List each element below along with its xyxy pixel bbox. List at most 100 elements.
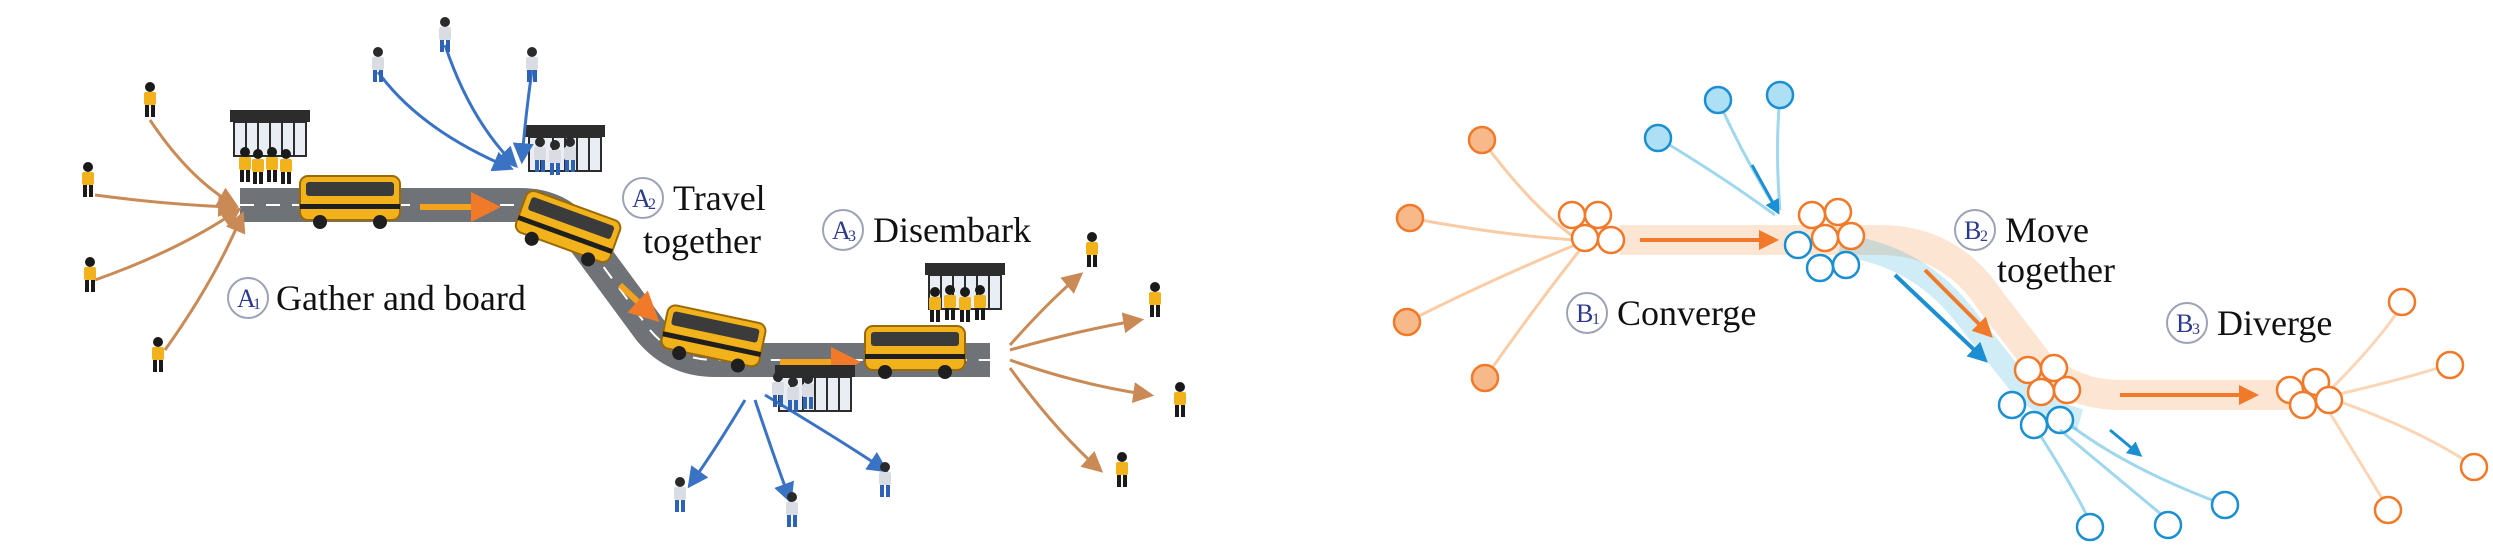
- step-badge-letter: A: [237, 284, 256, 313]
- agent-circle-icon: [2314, 385, 2344, 415]
- diverge-arrow: [1008, 367, 1104, 473]
- blue-agents-end: [2075, 490, 2240, 542]
- blue-cluster-3: [1997, 390, 2075, 440]
- diverge-arrow-blue: [753, 399, 794, 504]
- pedestrian-icon: [280, 149, 292, 184]
- step-text: together: [1997, 250, 2115, 290]
- pedestrian-icon: [1149, 282, 1161, 317]
- converge-spokes: [1406, 139, 1582, 379]
- blue-cluster-2: [1783, 230, 1861, 283]
- pedestrian-icon: [959, 287, 971, 322]
- agent-circle-icon: [1703, 85, 1733, 115]
- agent-circle-icon: [1823, 197, 1853, 227]
- agent-circle-icon: [1783, 230, 1813, 260]
- blue-agents-start: [1643, 80, 1795, 153]
- agent-circle-icon: [2387, 287, 2417, 317]
- step-label-a2: A 2 Travel together: [622, 177, 766, 261]
- step-badge: [2166, 302, 2208, 344]
- step-badge: [227, 277, 269, 319]
- step-badge-letter: B: [2176, 309, 2193, 338]
- step-text: Gather and board: [276, 278, 526, 318]
- agent-circle-icon: [1470, 363, 1500, 393]
- step-text: Move: [2005, 210, 2089, 250]
- step-label-a3: A 3 Disembark: [822, 209, 1031, 251]
- pedestrian-icon: [944, 285, 956, 320]
- step-badge: [1566, 292, 1608, 334]
- gather-arrow-blue: [443, 44, 518, 168]
- step-badge-sub: 1: [253, 296, 261, 313]
- agent-circle-icon: [1997, 390, 2027, 420]
- step-text: Travel: [673, 178, 766, 218]
- pedestrian-icon: [786, 492, 798, 527]
- step-text: Disembark: [873, 210, 1031, 250]
- orange-agents-end: [2373, 287, 2489, 525]
- agent-circle-icon: [1836, 221, 1866, 251]
- orange-cluster-3: [2013, 353, 2082, 407]
- pedestrian-icon: [372, 47, 384, 82]
- pedestrian-icon: [974, 285, 986, 320]
- left-panel: A 1 Gather and board A 2 Travel together…: [82, 17, 1186, 527]
- agent-circle-icon: [2052, 375, 2082, 405]
- step-badge: [822, 209, 864, 251]
- agent-circle-icon: [2288, 390, 2318, 420]
- group-trajectory: [1620, 225, 2290, 410]
- agent-circle-icon: [1643, 123, 1673, 153]
- agent-circle-icon: [1392, 307, 1422, 337]
- pedestrian-icon: [152, 337, 164, 372]
- agent-circle-icon: [1557, 200, 1587, 230]
- agent-circle-icon: [1797, 200, 1827, 230]
- agent-circle-icon: [2039, 353, 2069, 383]
- pedestrian-icon: [144, 82, 156, 117]
- step-badge-sub: 2: [648, 196, 656, 213]
- blue-diverge-spokes: [2038, 423, 2226, 523]
- step-text: together: [643, 221, 761, 261]
- step-label-b3: B 3 Diverge: [2166, 302, 2332, 344]
- pedestrian-icon: [266, 147, 278, 182]
- move-together-arrow-blue: [1893, 273, 1988, 363]
- agent-circle-icon: [1765, 80, 1795, 110]
- bus-stop-shelter-icon: [774, 364, 856, 412]
- step-badge: [622, 177, 664, 219]
- step-badge-sub: 2: [1980, 228, 1988, 245]
- blue-diverge-arrow: [2109, 428, 2143, 457]
- pedestrian-icon: [674, 477, 686, 512]
- blue-converge-arrow: [1750, 164, 1780, 215]
- orange-cluster-4: [2275, 367, 2344, 420]
- step-badge-letter: A: [632, 184, 651, 213]
- agent-circle-icon: [2210, 490, 2240, 520]
- pedestrian-icon: [84, 257, 96, 292]
- pedestrian-icon: [1086, 232, 1098, 267]
- gather-arrow: [148, 119, 239, 208]
- diverge-arrow-blue: [687, 399, 747, 489]
- diverge-arrow: [1009, 312, 1145, 352]
- step-badge-sub: 1: [1592, 311, 1600, 328]
- gather-arrow: [94, 207, 242, 282]
- step-badge: [1954, 209, 1996, 251]
- orange-cluster-1: [1557, 200, 1626, 255]
- diverge-arrow: [1008, 272, 1084, 346]
- pedestrian-icon: [1116, 452, 1128, 487]
- step-text: Diverge: [2217, 303, 2332, 343]
- step-badge-letter: B: [1576, 299, 1593, 328]
- move-together-arrow-orange: [1923, 268, 1993, 338]
- gather-arrow: [94, 193, 240, 217]
- agent-circle-icon: [2075, 512, 2105, 542]
- orange-diverge-spokes: [2323, 304, 2473, 509]
- step-badge-sub: 3: [2192, 321, 2200, 338]
- agent-circle-icon: [2026, 377, 2056, 407]
- agent-circle-icon: [1596, 225, 1626, 255]
- pedestrian-icon: [1174, 382, 1186, 417]
- orange-agents-start: [1392, 125, 1500, 393]
- step-text: Converge: [1617, 293, 1756, 333]
- pedestrian-icon: [879, 462, 891, 497]
- step-badge-letter: A: [832, 216, 851, 245]
- gather-arrow-blue: [376, 71, 514, 172]
- agent-circle-icon: [1395, 203, 1425, 233]
- road-direction-arrow: [617, 282, 660, 323]
- agent-circle-icon: [2153, 510, 2183, 540]
- agent-circle-icon: [2459, 452, 2489, 482]
- step-label-a1: A 1 Gather and board: [227, 277, 526, 319]
- step-badge-sub: 3: [848, 228, 856, 245]
- agent-circle-icon: [1810, 223, 1840, 253]
